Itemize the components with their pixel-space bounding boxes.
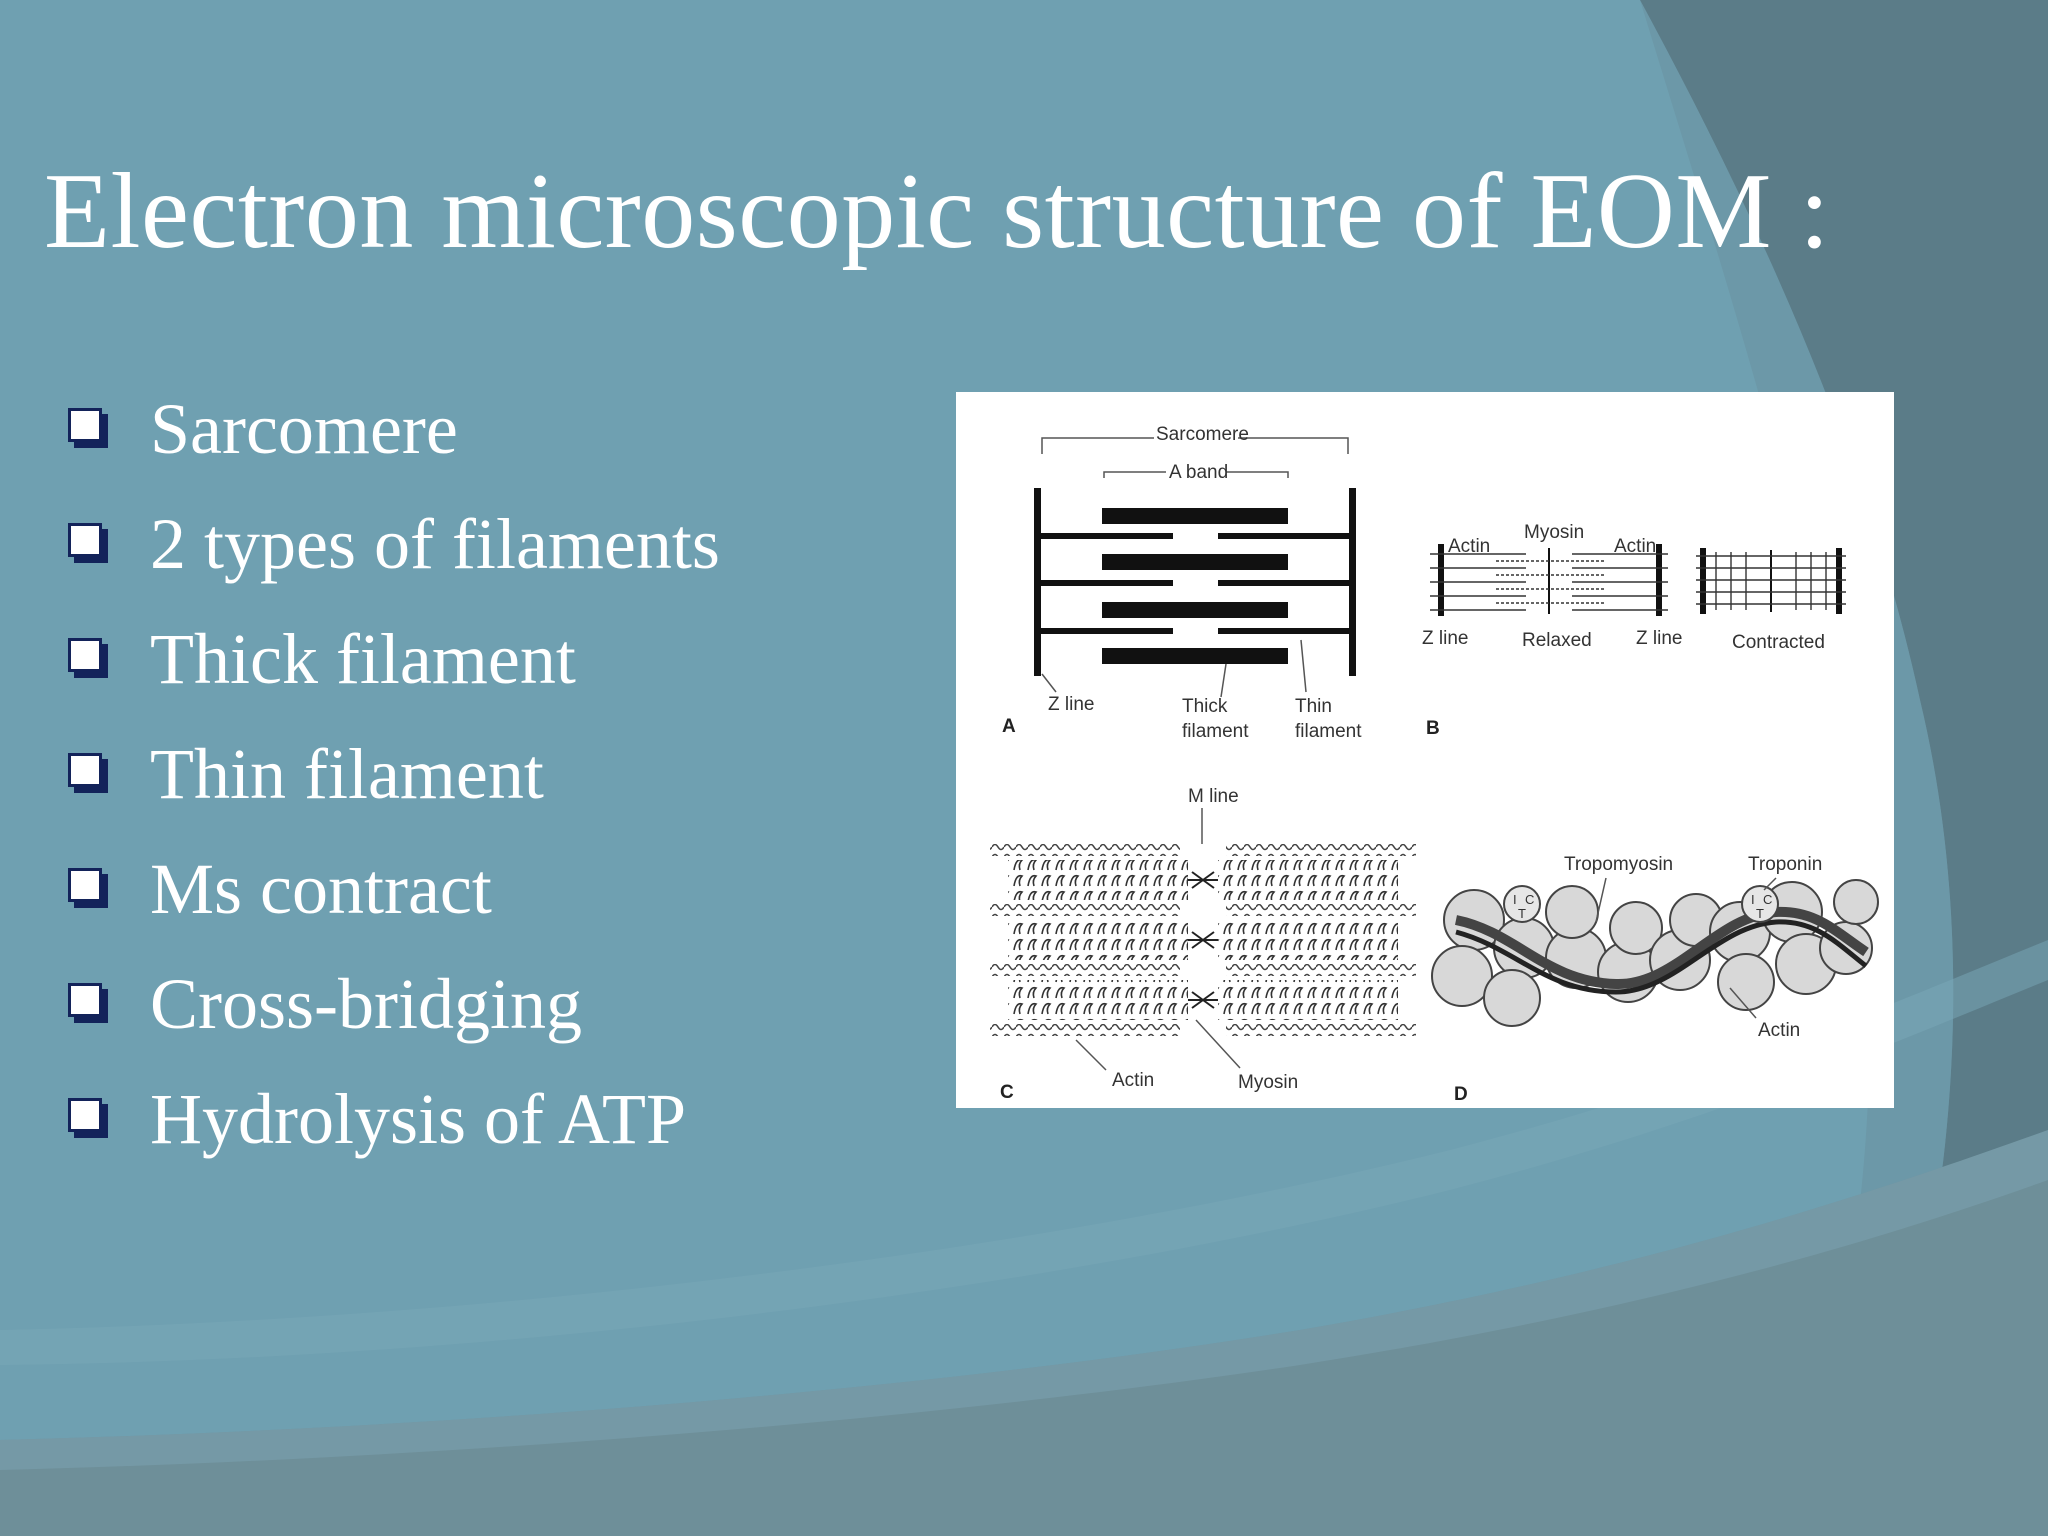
myosin-label: Myosin bbox=[1524, 522, 1584, 543]
relaxed-label: Relaxed bbox=[1522, 630, 1592, 651]
actin-right-label: Actin bbox=[1614, 536, 1656, 557]
bullet-item: Hydrolysis of ATP bbox=[68, 1062, 720, 1177]
troponin-label: Troponin bbox=[1748, 854, 1822, 875]
tropomyosin-label: Tropomyosin bbox=[1564, 854, 1673, 875]
panel-c-molecular-filaments: M line Actin Myosin bbox=[990, 786, 1416, 1103]
background-dark-curve-right bbox=[1640, 0, 2048, 1536]
bullet-text: Sarcomere bbox=[150, 389, 458, 469]
troponin-complex-left: I C T bbox=[1503, 885, 1541, 923]
troponin-subunit-t-left: T bbox=[1518, 906, 1526, 921]
bullet-item: Thick filament bbox=[68, 602, 720, 717]
bullet-text: Thick filament bbox=[150, 619, 576, 699]
panel-a-sarcomere-diagram: Sarcomere A band Z line Thick filament T… bbox=[1002, 424, 1362, 742]
bullet-text: Cross-bridging bbox=[150, 964, 582, 1044]
z-line-left-label: Z line bbox=[1422, 628, 1468, 649]
bullet-item: Cross-bridging bbox=[68, 947, 720, 1062]
panel-a-letter: A bbox=[1002, 716, 1016, 737]
sarcomere-label: Sarcomere bbox=[1156, 424, 1249, 445]
troponin-subunit-c-left: C bbox=[1525, 892, 1534, 907]
thick-filament-label-line1: Thick bbox=[1182, 696, 1228, 717]
panel-b-letter: B bbox=[1426, 718, 1440, 739]
a-band-label: A band bbox=[1169, 462, 1228, 483]
square-checkbox-icon bbox=[68, 522, 112, 567]
square-checkbox-icon bbox=[68, 637, 112, 682]
z-line-label: Z line bbox=[1048, 694, 1094, 715]
contracted-label: Contracted bbox=[1732, 632, 1825, 653]
troponin-complex-right: I C T bbox=[1741, 885, 1779, 923]
panel-c-letter: C bbox=[1000, 1082, 1014, 1103]
z-line-right-label: Z line bbox=[1636, 628, 1682, 649]
bullet-item: 2 types of filaments bbox=[68, 487, 720, 602]
panel-d-letter: D bbox=[1454, 1084, 1468, 1105]
bullet-text: 2 types of filaments bbox=[150, 504, 720, 584]
actin-label-c: Actin bbox=[1112, 1070, 1154, 1091]
slide-title: Electron microscopic structure of EOM : bbox=[44, 152, 1830, 271]
bullet-item: Thin filament bbox=[68, 717, 720, 832]
bullet-list: Sarcomere 2 types of filaments Thick fil… bbox=[68, 372, 720, 1177]
panel-b-contraction-diagram: Actin Myosin Actin Z line Relaxed Z line bbox=[1422, 522, 1846, 739]
square-checkbox-icon bbox=[68, 1097, 112, 1142]
background-bottom-band-light bbox=[0, 1130, 2048, 1470]
bullet-text: Thin filament bbox=[150, 734, 544, 814]
troponin-subunit-i-right: I bbox=[1751, 892, 1755, 907]
actin-left-label: Actin bbox=[1448, 536, 1490, 557]
square-checkbox-icon bbox=[68, 752, 112, 797]
bullet-item: Ms contract bbox=[68, 832, 720, 947]
bullet-text: Hydrolysis of ATP bbox=[150, 1079, 687, 1159]
square-checkbox-icon bbox=[68, 867, 112, 912]
m-line-label: M line bbox=[1188, 786, 1239, 807]
troponin-subunit-t-right: T bbox=[1756, 906, 1764, 921]
troponin-subunit-c-right: C bbox=[1763, 892, 1772, 907]
thin-filament-label-line1: Thin bbox=[1295, 696, 1332, 717]
background-mid-curve-right bbox=[1640, 0, 1954, 1536]
square-checkbox-icon bbox=[68, 982, 112, 1027]
bullet-item: Sarcomere bbox=[68, 372, 720, 487]
panel-d-thin-filament-detail: Tropomyosin Troponin I C T bbox=[1431, 854, 1879, 1105]
square-checkbox-icon bbox=[68, 407, 112, 452]
myosin-label-c: Myosin bbox=[1238, 1072, 1298, 1093]
thick-filament-label-line2: filament bbox=[1182, 721, 1249, 742]
thin-filament-label-line2: filament bbox=[1295, 721, 1362, 742]
sarcomere-figure: Sarcomere A band Z line Thick filament T… bbox=[956, 392, 1894, 1108]
bullet-text: Ms contract bbox=[150, 849, 492, 929]
actin-label-d: Actin bbox=[1758, 1020, 1800, 1041]
troponin-subunit-i-left: I bbox=[1513, 892, 1517, 907]
